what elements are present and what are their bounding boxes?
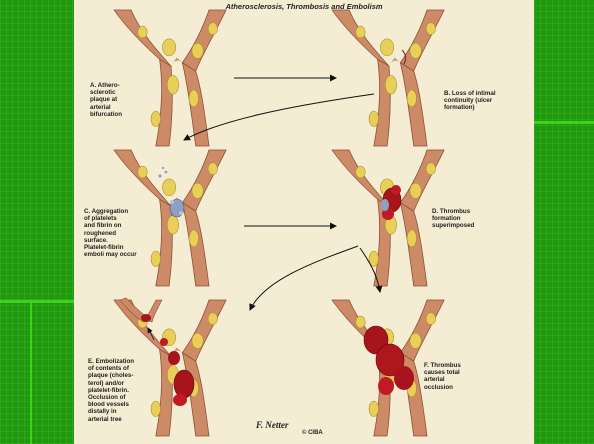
green-background-left bbox=[0, 0, 74, 444]
arrow-b-to-c bbox=[184, 94, 374, 140]
caption-c: C. Aggregation of platelets and fibrin o… bbox=[84, 208, 137, 258]
caption-d: D. Thrombus formation superimposed bbox=[432, 208, 474, 230]
ciba-credit: © CIBA bbox=[302, 430, 323, 436]
caption-e: E. Embolization of contents of plaque (c… bbox=[88, 358, 134, 423]
artist-signature: F. Netter bbox=[256, 420, 288, 430]
caption-f: F. Thrombus causes total arterial occlus… bbox=[424, 362, 461, 391]
caption-b: B. Loss of intimal continuity (ulcer for… bbox=[444, 90, 496, 112]
artery-panel-b bbox=[332, 10, 444, 146]
green-accent-stripe-right bbox=[534, 121, 594, 124]
green-accent-stripe-vertical bbox=[30, 300, 32, 444]
green-background-right bbox=[534, 0, 594, 444]
caption-a: A. Athero- sclerotic plaque at arterial … bbox=[90, 82, 122, 118]
artery-panel-a bbox=[114, 10, 226, 146]
figure-title: Atherosclerosis, Thrombosis and Embolism bbox=[74, 2, 534, 11]
green-accent-stripe-left bbox=[0, 300, 74, 303]
